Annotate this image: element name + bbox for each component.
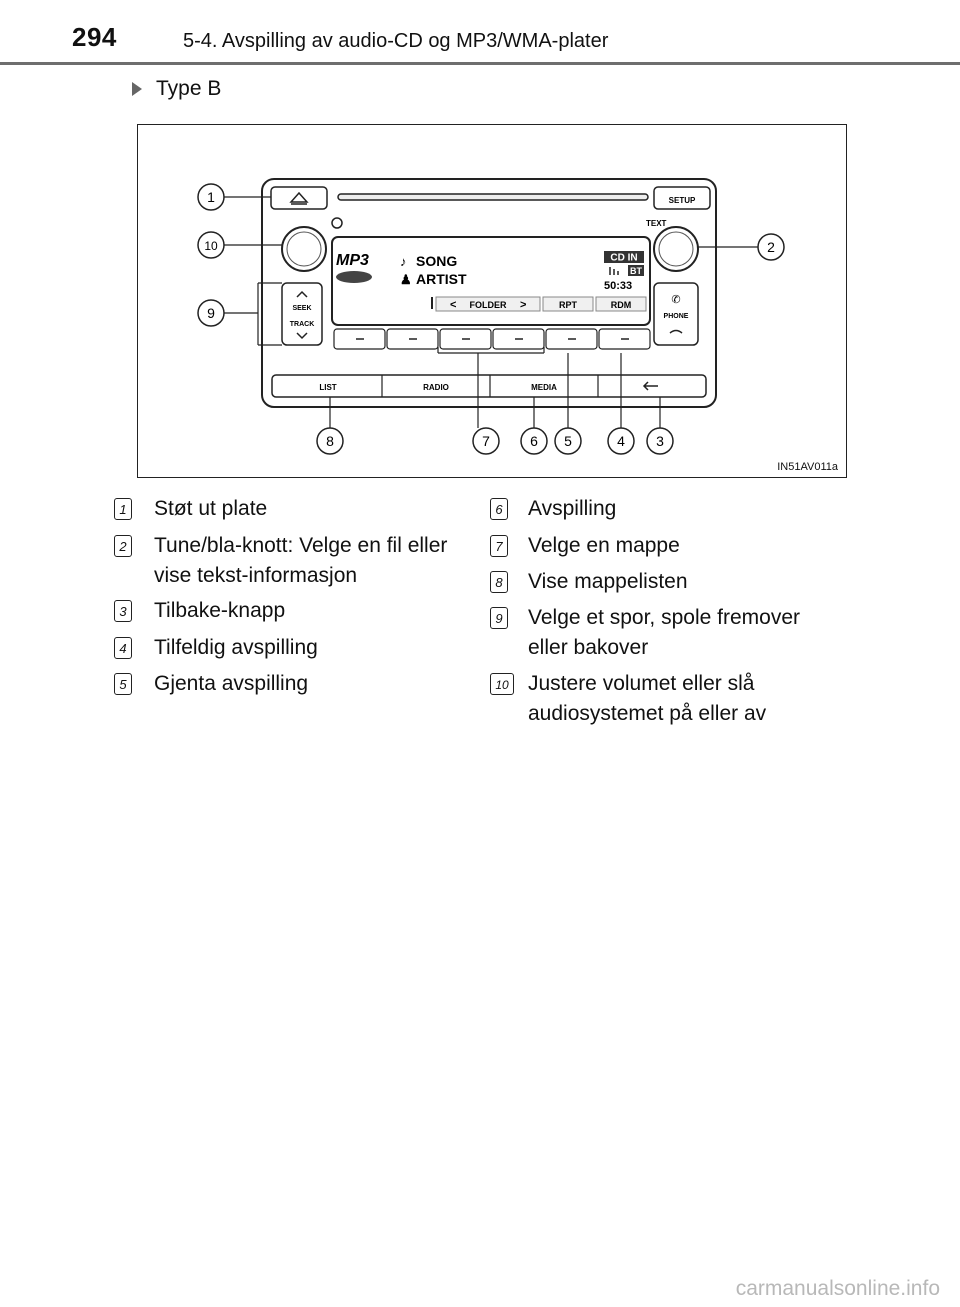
legend-number: 7 (490, 535, 508, 557)
radio-label: RADIO (423, 383, 449, 392)
callout-8: 8 (326, 433, 334, 449)
legend-text: Tilfeldig avspilling (154, 636, 318, 659)
legend-number: 8 (490, 571, 508, 593)
audio-unit-figure: SETUP TEXT MP3 ♪ SONG ♟ ARTIST CD IN BT … (137, 124, 847, 478)
legend-number: 10 (490, 673, 514, 695)
legend-number: 6 (490, 498, 508, 520)
page-header: 294 5-4. Avspilling av audio-CD og MP3/W… (0, 0, 960, 65)
rpt-label: RPT (559, 300, 578, 310)
folder-right-icon: > (520, 299, 526, 311)
header-divider (0, 62, 960, 65)
list-label: LIST (319, 383, 336, 392)
callout-4: 4 (617, 433, 625, 449)
cd-in-badge (604, 251, 644, 263)
phone-button (653, 282, 699, 346)
legend-number: 4 (114, 637, 132, 659)
folder-softkey (435, 296, 541, 312)
legend-text: Justere volumet eller slå (528, 672, 755, 695)
legend-number: 1 (114, 498, 132, 520)
legend-text: Velge en mappe (528, 534, 680, 557)
legend-text: Velge et spor, spole fremover (528, 606, 800, 629)
callout-9: 9 (207, 305, 215, 321)
callout-leaders (224, 196, 758, 428)
callout-6: 6 (530, 433, 538, 449)
phone-icon: ✆ (671, 294, 680, 306)
seek-label: SEEK (292, 305, 311, 312)
callout-2: 2 (767, 239, 775, 255)
legend-text-continued: vise tekst-informasjon (154, 564, 358, 587)
artist-label: ARTIST (416, 271, 467, 287)
legend-text: Vise mappelisten (528, 570, 688, 593)
volume-knob (281, 226, 327, 272)
chevron-down-icon (296, 332, 308, 340)
legend-text: Avspilling (528, 497, 617, 520)
subheading: Type B (132, 77, 221, 101)
watermark: carmanualsonline.info (735, 1277, 940, 1300)
music-note-icon: ♪ (400, 254, 407, 269)
setup-label: SETUP (669, 196, 696, 205)
legend-number: 2 (114, 535, 132, 557)
legend-number: 3 (114, 600, 132, 622)
phone-label: PHONE (664, 313, 689, 320)
legend-number: 5 (114, 673, 132, 695)
eject-icon (289, 191, 309, 205)
person-icon: ♟ (400, 272, 412, 287)
callouts: 1 2 3 4 5 6 7 8 9 10 (197, 183, 785, 455)
callout-7: 7 (482, 433, 490, 449)
preset-buttons (333, 328, 651, 350)
legend-text: Støt ut plate (154, 497, 268, 520)
bt-label: BT (630, 266, 642, 276)
chevron-up-icon (296, 290, 308, 298)
song-label: SONG (416, 253, 457, 269)
text-label: TEXT (646, 219, 667, 228)
rpt-softkey (542, 296, 594, 312)
callout-10: 10 (204, 239, 218, 253)
setup-button (653, 186, 711, 210)
page-number: 294 (72, 22, 117, 52)
callout-3: 3 (656, 433, 664, 449)
eject-button (270, 186, 328, 210)
cd-in-label: CD IN (610, 253, 637, 264)
legend-text: Tune/bla-knott: Velge en fil eller (154, 534, 448, 557)
display-screen (331, 236, 651, 326)
signal-icon (609, 267, 619, 275)
back-arrow-icon (642, 381, 658, 391)
figure-code: IN51AV011a (777, 461, 838, 473)
callout-5: 5 (564, 433, 572, 449)
legend-text-continued: eller bakover (528, 636, 649, 659)
folder-left-icon: < (450, 299, 456, 311)
tune-knob (653, 226, 699, 272)
hangup-icon (669, 329, 683, 334)
cd-slot (337, 193, 649, 201)
disc-icon (336, 271, 372, 283)
audio-unit-illustration: SETUP TEXT MP3 ♪ SONG ♟ ARTIST CD IN BT … (197, 178, 785, 455)
legend-text: Gjenta avspilling (154, 672, 309, 695)
track-label: TRACK (290, 321, 315, 328)
callout-1: 1 (207, 189, 215, 205)
rdm-label: RDM (611, 300, 632, 310)
legend-number: 9 (490, 607, 508, 629)
folder-label: FOLDER (470, 300, 507, 310)
section-title: 5-4. Avspilling av audio-CD og MP3/WMA-p… (183, 30, 609, 52)
seek-track-button (281, 282, 323, 346)
triangle-bullet-icon (132, 82, 142, 96)
media-label: MEDIA (531, 383, 557, 392)
time-display: 50:33 (604, 280, 632, 292)
format-label: MP3 (336, 252, 369, 269)
subheading-text: Type B (156, 77, 222, 100)
legend-text: Tilbake-knapp (154, 599, 286, 622)
bottom-button-bar (271, 374, 707, 398)
rdm-softkey (595, 296, 647, 312)
bt-badge (628, 265, 644, 276)
legend-text-continued: audiosystemet på eller av (528, 702, 767, 725)
power-icon (331, 217, 343, 229)
